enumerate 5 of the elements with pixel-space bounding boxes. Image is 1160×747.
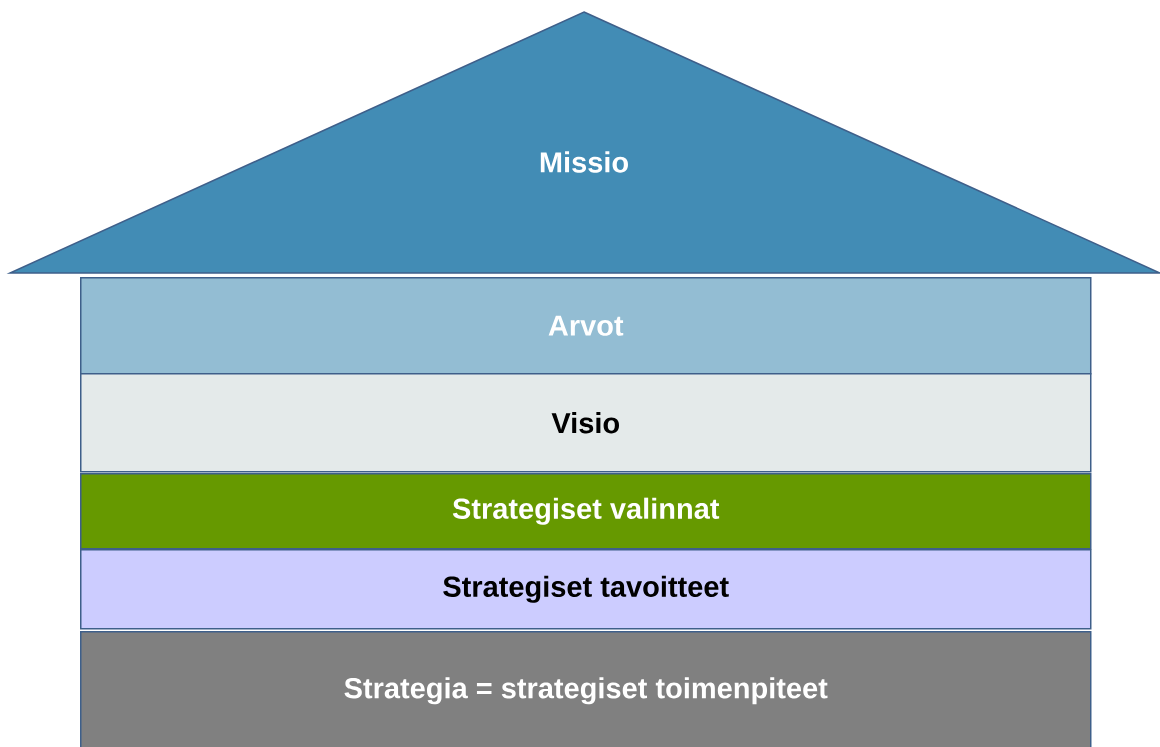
band: Strategia = strategiset toimenpiteet [80, 631, 1092, 747]
band: Arvot [80, 277, 1092, 375]
band: Strategiset valinnat [80, 473, 1092, 550]
band: Strategiset tavoitteet [80, 549, 1092, 630]
band: Visio [80, 373, 1092, 473]
